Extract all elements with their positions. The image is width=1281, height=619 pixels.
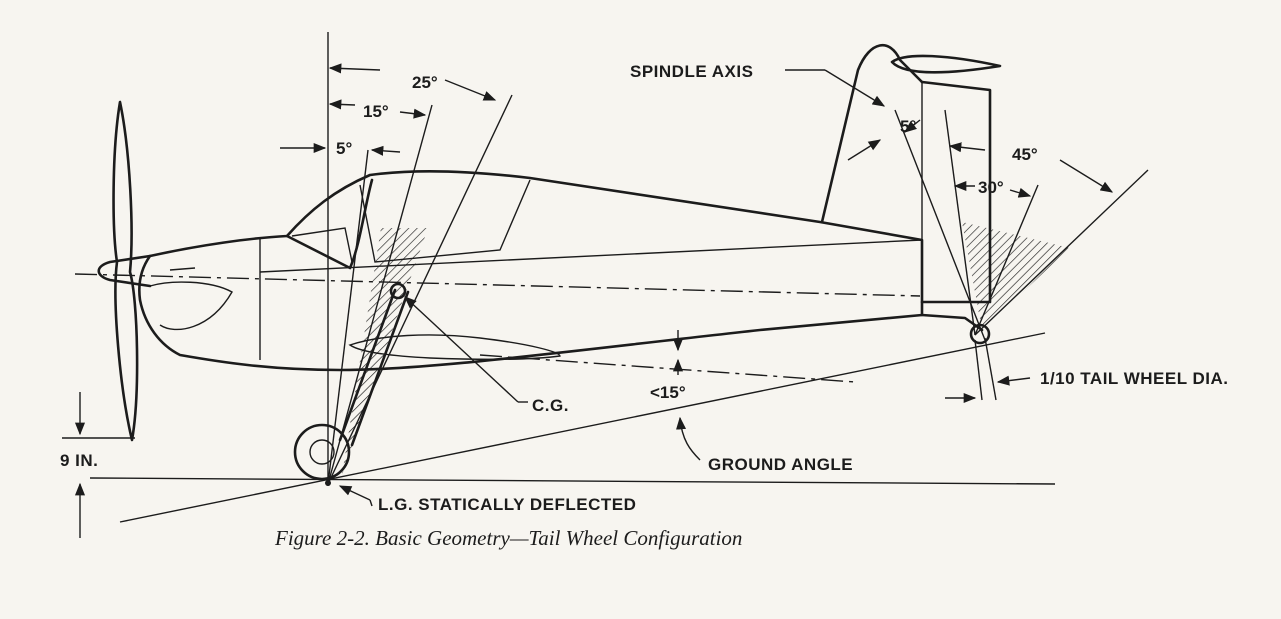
- dim-25-right: [444, 79, 497, 101]
- angle-30: 30°: [978, 178, 1004, 197]
- ground-angle-leader: [676, 416, 701, 461]
- dim-15-right: [399, 108, 427, 119]
- canopy-window-rear: [359, 179, 531, 263]
- ground-line: [89, 477, 1056, 485]
- main-gear-leg-2: [350, 290, 410, 447]
- cowl-intake: [149, 281, 233, 331]
- main-wheel-hub: [309, 439, 335, 465]
- tail-wheel-dia-line-2: [984, 337, 997, 401]
- main-gear-leg: [338, 288, 397, 442]
- label-ground-angle: GROUND ANGLE: [708, 455, 853, 474]
- label-lg-deflected: L.G. STATICALLY DEFLECTED: [378, 495, 636, 514]
- angle-15: 15°: [363, 102, 389, 121]
- label-tail-wheel-dia: 1/10 TAIL WHEEL DIA.: [1040, 369, 1229, 388]
- wing-fairing: [348, 334, 561, 361]
- cg-leader: [404, 296, 519, 403]
- spindle-5-right: [904, 119, 921, 133]
- wing-chord-line: [479, 354, 856, 383]
- angle-lt15: <15°: [650, 383, 686, 402]
- canopy-frame: [285, 178, 374, 270]
- angle-25: 25°: [412, 73, 438, 92]
- ground-angle-line: [119, 332, 1046, 523]
- figure-caption: Figure 2-2. Basic Geometry—Tail Wheel Co…: [274, 526, 742, 550]
- dim-15-left: [328, 99, 356, 110]
- horizontal-stabilizer: [890, 54, 1002, 74]
- lg-deflected-leader-tail: [369, 499, 373, 507]
- tail-45-line: [974, 169, 1149, 336]
- canopy-window-front: [291, 227, 353, 263]
- dim-5-right: [370, 145, 401, 156]
- dim-45-left: [948, 142, 986, 153]
- tail-wheel: [969, 323, 991, 345]
- lg-deflected-leader: [338, 485, 371, 501]
- angle-45: 45°: [1012, 145, 1038, 164]
- dim-30-right: [1009, 187, 1032, 198]
- dim-45-arc: [1059, 159, 1114, 193]
- angle-5-front: 5°: [336, 139, 352, 158]
- main-wheel-contact: [325, 480, 331, 486]
- label-spindle-axis: SPINDLE AXIS: [630, 62, 753, 81]
- rudder: [920, 80, 992, 304]
- tail-wheel-dia-line-1: [974, 339, 983, 401]
- cg-symbol: [389, 282, 407, 300]
- spinner-mark: [169, 267, 196, 271]
- thrust-line: [74, 273, 921, 297]
- fuselage-reference-line: [259, 239, 923, 273]
- line-5deg: [327, 149, 369, 485]
- tail-dia-leader: [996, 375, 1031, 386]
- tail-30-line: [974, 184, 1039, 336]
- fuselage-outline: [138, 169, 924, 372]
- propeller: [112, 100, 139, 442]
- spinner: [97, 254, 152, 288]
- angle-5-spindle: 5°: [900, 117, 916, 136]
- label-cg: C.G.: [532, 396, 569, 415]
- dim-25-left: [328, 63, 381, 74]
- spindle-axis-leader-2: [824, 69, 886, 107]
- label-nine-in: 9 IN.: [60, 451, 98, 470]
- spindle-5-left: [847, 139, 882, 161]
- main-wheel: [293, 423, 351, 481]
